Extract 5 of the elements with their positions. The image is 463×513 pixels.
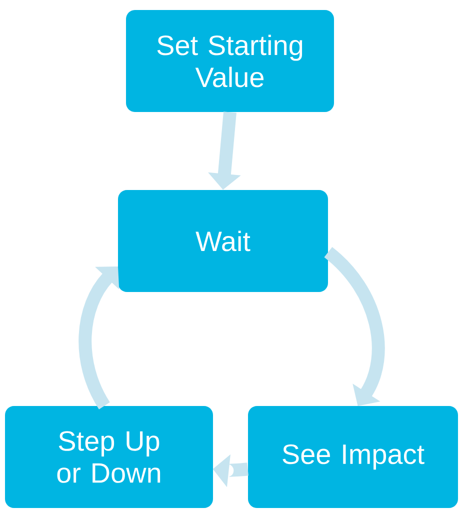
- process-box: Wait: [118, 190, 328, 292]
- process-box: Step Up or Down: [5, 406, 213, 508]
- cycle-arrow: [324, 247, 385, 406]
- process-box: See Impact: [248, 406, 458, 508]
- process-box: Set Starting Value: [126, 10, 334, 112]
